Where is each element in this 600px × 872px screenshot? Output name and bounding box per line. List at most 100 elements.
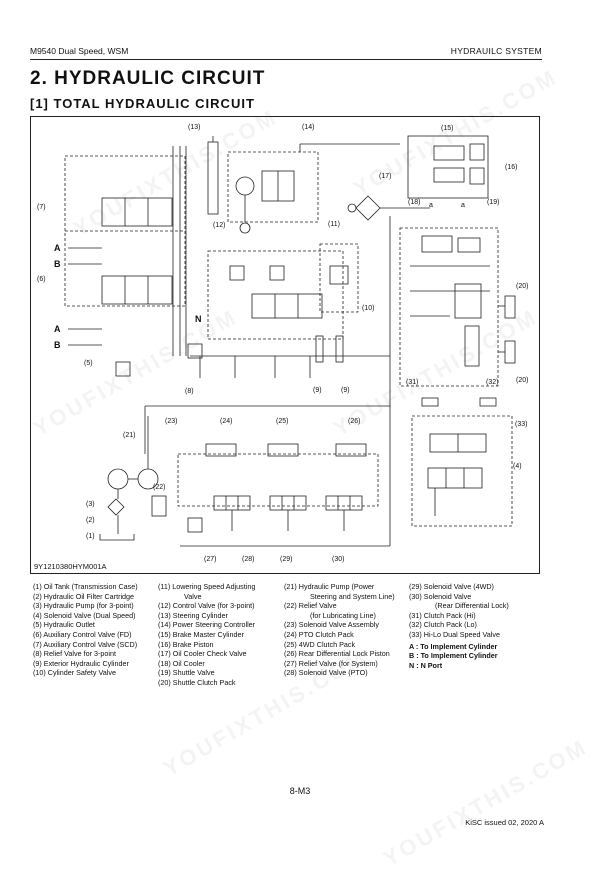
callout-13: (13) bbox=[188, 124, 200, 131]
callout-8: (8) bbox=[185, 388, 194, 395]
legend-item: (20) Shuttle Clutch Pack bbox=[158, 677, 236, 687]
legend-item: (9) Exterior Hydraulic Cylinder bbox=[33, 658, 129, 668]
legend-item: (4) Solenoid Valve (Dual Speed) bbox=[33, 610, 136, 620]
diff-lock-piston bbox=[335, 443, 367, 457]
callout-31: (31) bbox=[406, 379, 418, 386]
exterior-cylinder bbox=[335, 335, 344, 363]
legend-item: (25) 4WD Clutch Pack bbox=[284, 639, 356, 649]
callout-27: (27) bbox=[204, 556, 216, 563]
exterior-cylinder bbox=[315, 335, 324, 363]
header-rule bbox=[30, 59, 542, 60]
legend-item: (13) Steering Cylinder bbox=[158, 610, 228, 620]
issued-note: KiSC issued 02, 2020 A bbox=[465, 818, 544, 827]
legend-item: (19) Shuttle Valve bbox=[158, 668, 215, 678]
callout-2: (2) bbox=[86, 517, 95, 524]
callout-28: (28) bbox=[242, 556, 254, 563]
callout-10: (10) bbox=[362, 305, 374, 312]
callout-5: (5) bbox=[84, 360, 93, 367]
solenoid-valve-assembly bbox=[177, 453, 379, 507]
legend-column-4: (29) Solenoid Valve (4WD) (30) Solenoid … bbox=[409, 582, 509, 670]
callout-23: (23) bbox=[165, 418, 177, 425]
hydraulic-outlet bbox=[115, 361, 131, 377]
legend-item: (11) Lowering Speed Adjusting bbox=[158, 582, 256, 591]
port-label-a: A bbox=[54, 243, 61, 253]
callout-15: (15) bbox=[441, 125, 453, 132]
port-label-a: A bbox=[54, 324, 61, 334]
legend-item: (for Lubricating Line) bbox=[310, 610, 376, 620]
legend-item: (5) Hydraulic Outlet bbox=[33, 620, 95, 630]
callout-26: (26) bbox=[348, 418, 360, 425]
legend-item: (16) Brake Piston bbox=[158, 639, 214, 649]
port-label-small-a: a bbox=[461, 202, 465, 209]
callout-17: (17) bbox=[379, 173, 391, 180]
legend-item: (8) Relief Valve for 3-point bbox=[33, 649, 116, 659]
header-model: M9540 Dual Speed, WSM bbox=[30, 46, 129, 56]
callout-25: (25) bbox=[276, 418, 288, 425]
subsection-title: [1] TOTAL HYDRAULIC CIRCUIT bbox=[30, 96, 255, 111]
callout-9b: (9) bbox=[341, 387, 350, 394]
callout-29: (29) bbox=[280, 556, 292, 563]
clutch-pack-hi bbox=[421, 397, 439, 407]
callout-24: (24) bbox=[220, 418, 232, 425]
port-label-small-a: a bbox=[429, 202, 433, 209]
legend-item: Valve bbox=[184, 591, 202, 601]
callout-14: (14) bbox=[302, 124, 314, 131]
brake-piston bbox=[469, 167, 485, 185]
oil-cooler bbox=[355, 195, 381, 221]
callout-9: (9) bbox=[313, 387, 322, 394]
legend-item: (26) Rear Differential Lock Piston bbox=[284, 649, 390, 659]
brake-master-box bbox=[407, 135, 489, 199]
valve-body-scd bbox=[101, 197, 173, 227]
callout-12: (12) bbox=[213, 222, 225, 229]
legend-item: (12) Control Valve (for 3-point) bbox=[158, 601, 255, 611]
callout-11: (11) bbox=[328, 221, 340, 228]
legend-item: (33) Hi-Lo Dual Speed Valve bbox=[409, 629, 500, 639]
callout-19: (19) bbox=[487, 199, 499, 206]
callout-4b: (4) bbox=[513, 463, 522, 470]
power-steering-box bbox=[227, 151, 319, 223]
page-number: 8-M3 bbox=[289, 786, 311, 796]
legend-item: (1) Oil Tank (Transmission Case) bbox=[33, 582, 138, 591]
shuttle-clutch-pack bbox=[504, 295, 516, 319]
oil-cooler-check-valve bbox=[347, 203, 357, 213]
legend-item: (2) Hydraulic Oil Filter Cartridge bbox=[33, 591, 135, 601]
port-label-n: N bbox=[195, 314, 202, 324]
watermark: YOUFIXTHIS.COM bbox=[379, 733, 592, 872]
legend-item: (27) Relief Valve (for System) bbox=[284, 658, 378, 668]
callout-18: (18) bbox=[408, 199, 420, 206]
4wd-clutch-pack bbox=[267, 443, 299, 457]
callout-16: (16) bbox=[505, 164, 517, 171]
pto-clutch-pack bbox=[205, 443, 237, 457]
legend-item: (30) Solenoid Valve bbox=[409, 591, 472, 601]
legend-port-key: A : To Implement Cylinder bbox=[409, 641, 498, 651]
port-label-b: B bbox=[54, 259, 61, 269]
lowering-valve-box bbox=[319, 243, 359, 313]
legend-port-key: B : To Implement Cylinder bbox=[409, 651, 498, 661]
relief-valve-system bbox=[187, 517, 203, 533]
callout-32: (32) bbox=[486, 379, 498, 386]
section-title: 2. HYDRAULIC CIRCUIT bbox=[30, 68, 266, 89]
relief-valve-3point bbox=[187, 343, 203, 359]
solenoid-valve-pto bbox=[213, 495, 251, 511]
legend-item: (14) Power Steering Controller bbox=[158, 620, 256, 630]
legend-item: (23) Solenoid Valve Assembly bbox=[284, 620, 379, 630]
diagram-frame bbox=[30, 116, 540, 574]
clutch-pack-lo bbox=[479, 397, 497, 407]
legend-item: (18) Oil Cooler bbox=[158, 658, 205, 668]
relief-valve-lubricating bbox=[151, 495, 167, 517]
dual-speed-solenoid-valve bbox=[427, 467, 483, 489]
legend-item: (Rear Differential Lock) bbox=[435, 601, 509, 611]
callout-30: (30) bbox=[332, 556, 344, 563]
hi-lo-valve-box bbox=[411, 415, 513, 527]
steering-motor bbox=[235, 176, 255, 196]
legend-port-key: N : N Port bbox=[409, 660, 443, 670]
legend-item: (22) Relief Valve bbox=[284, 601, 337, 611]
callout-20: (20) bbox=[516, 283, 528, 290]
legend-column-1: (1) Oil Tank (Transmission Case) (2) Hyd… bbox=[33, 582, 138, 678]
control-valve-spool bbox=[251, 293, 323, 319]
legend-column-2: (11) Lowering Speed Adjusting Valve (12)… bbox=[158, 582, 255, 688]
port-label-b: B bbox=[54, 340, 61, 350]
legend-item: (32) Clutch Pack (Lo) bbox=[409, 620, 477, 630]
legend-item: (31) Clutch Pack (Hi) bbox=[409, 610, 476, 620]
callout-3: (3) bbox=[86, 501, 95, 508]
